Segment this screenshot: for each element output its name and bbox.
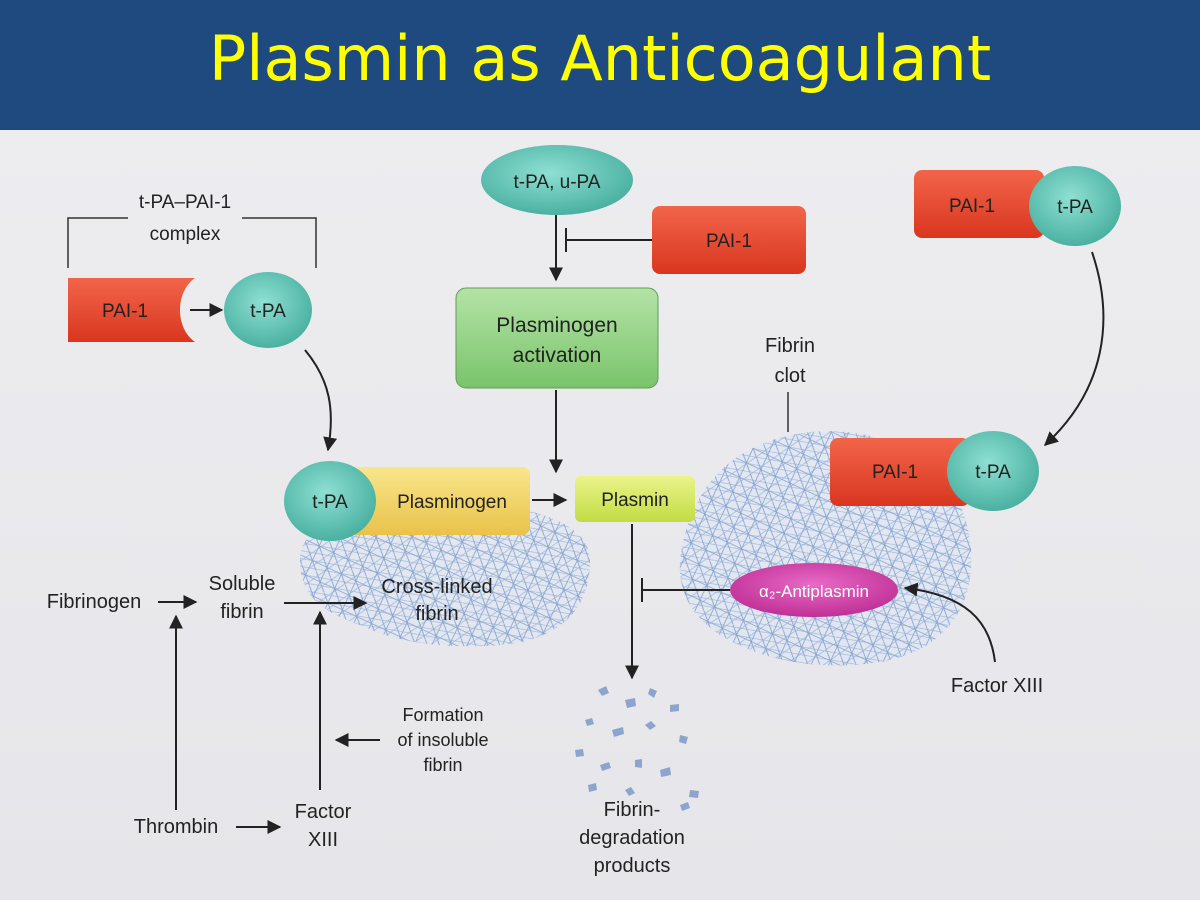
slide-title: Plasmin as Anticoagulant xyxy=(208,22,992,95)
pai1-label-clot: PAI-1 xyxy=(872,462,918,483)
plasmin-box: Plasmin xyxy=(575,476,695,522)
cross-linked-label-2: fibrin xyxy=(415,603,458,625)
plasminogen-activation-label-1: Plasminogen xyxy=(496,314,617,337)
pai1-tpa-complex-on-clot: PAI-1 t-PA xyxy=(830,431,1039,511)
tpa-label-left: t-PA xyxy=(250,301,286,322)
fibrinogen-label: Fibrinogen xyxy=(47,591,142,613)
activators-oval: t-PA, u-PA xyxy=(481,145,633,215)
pai1-label-top-right: PAI-1 xyxy=(949,196,995,217)
complex-label-2: complex xyxy=(150,224,221,245)
left-fibrin-mesh xyxy=(300,504,590,647)
cross-linked-label-1: Cross-linked xyxy=(381,576,492,598)
complex-label-1: t-PA–PAI-1 xyxy=(139,192,231,213)
factor-xiii-bottom-label-1: Factor xyxy=(295,801,352,823)
pai1-box-top: PAI-1 xyxy=(652,206,806,274)
fibrin-degradation-fragments xyxy=(575,686,699,811)
fibrin-clot-label-2: clot xyxy=(774,365,806,387)
plasmin-label: Plasmin xyxy=(601,490,669,511)
insoluble-label-2: of insoluble xyxy=(397,730,488,750)
complex-bracket xyxy=(67,217,317,268)
activators-label: t-PA, u-PA xyxy=(514,172,601,193)
title-bar: Plasmin as Anticoagulant xyxy=(0,0,1200,130)
fibrin-clot-label-1: Fibrin xyxy=(765,335,815,357)
pai1-tpa-complex-top-right: PAI-1 t-PA xyxy=(914,166,1121,246)
tpa-label-clot: t-PA xyxy=(975,462,1011,483)
arrow-factorxiii-to-antiplasmin xyxy=(903,582,996,663)
tpa-oval-center: t-PA xyxy=(284,461,376,541)
soluble-fibrin-label-2: fibrin xyxy=(220,601,263,623)
fdp-label-1: Fibrin- xyxy=(604,799,661,821)
arrow-tpa-down xyxy=(304,349,338,452)
fdp-label-2: degradation xyxy=(579,827,685,849)
antiplasmin-oval: α₂-Antiplasmin xyxy=(730,563,898,617)
tpa-label-center: t-PA xyxy=(312,492,348,513)
pai1-label-left: PAI-1 xyxy=(102,301,148,322)
insoluble-label-1: Formation xyxy=(402,705,483,725)
insoluble-label-3: fibrin xyxy=(423,755,462,775)
diagram-area: t-PA–PAI-1 complex PAI-1 t-PA t-PA, u-PA xyxy=(0,130,1200,900)
arrow-complex-to-clot xyxy=(1043,251,1105,446)
plasminogen-activation-label-2: activation xyxy=(513,344,602,367)
tpa-label-top-right: t-PA xyxy=(1057,197,1093,218)
tpa-oval-left: t-PA xyxy=(224,272,312,348)
pai1-label-top: PAI-1 xyxy=(706,231,752,252)
antiplasmin-label: α₂-Antiplasmin xyxy=(759,582,869,601)
factor-xiii-bottom-label-2: XIII xyxy=(308,829,338,851)
fibrinolysis-diagram: t-PA–PAI-1 complex PAI-1 t-PA t-PA, u-PA xyxy=(47,145,1121,877)
pai1-box-left: PAI-1 xyxy=(68,278,195,342)
fdp-label-3: products xyxy=(594,855,671,877)
plasminogen-activation-box: Plasminogen activation xyxy=(455,287,659,389)
thrombin-label: Thrombin xyxy=(134,816,218,838)
plasminogen-label: Plasminogen xyxy=(397,492,507,513)
factor-xiii-right-label: Factor XIII xyxy=(951,675,1043,697)
plasminogen-box: Plasminogen xyxy=(345,467,530,535)
soluble-fibrin-label-1: Soluble xyxy=(209,573,276,595)
